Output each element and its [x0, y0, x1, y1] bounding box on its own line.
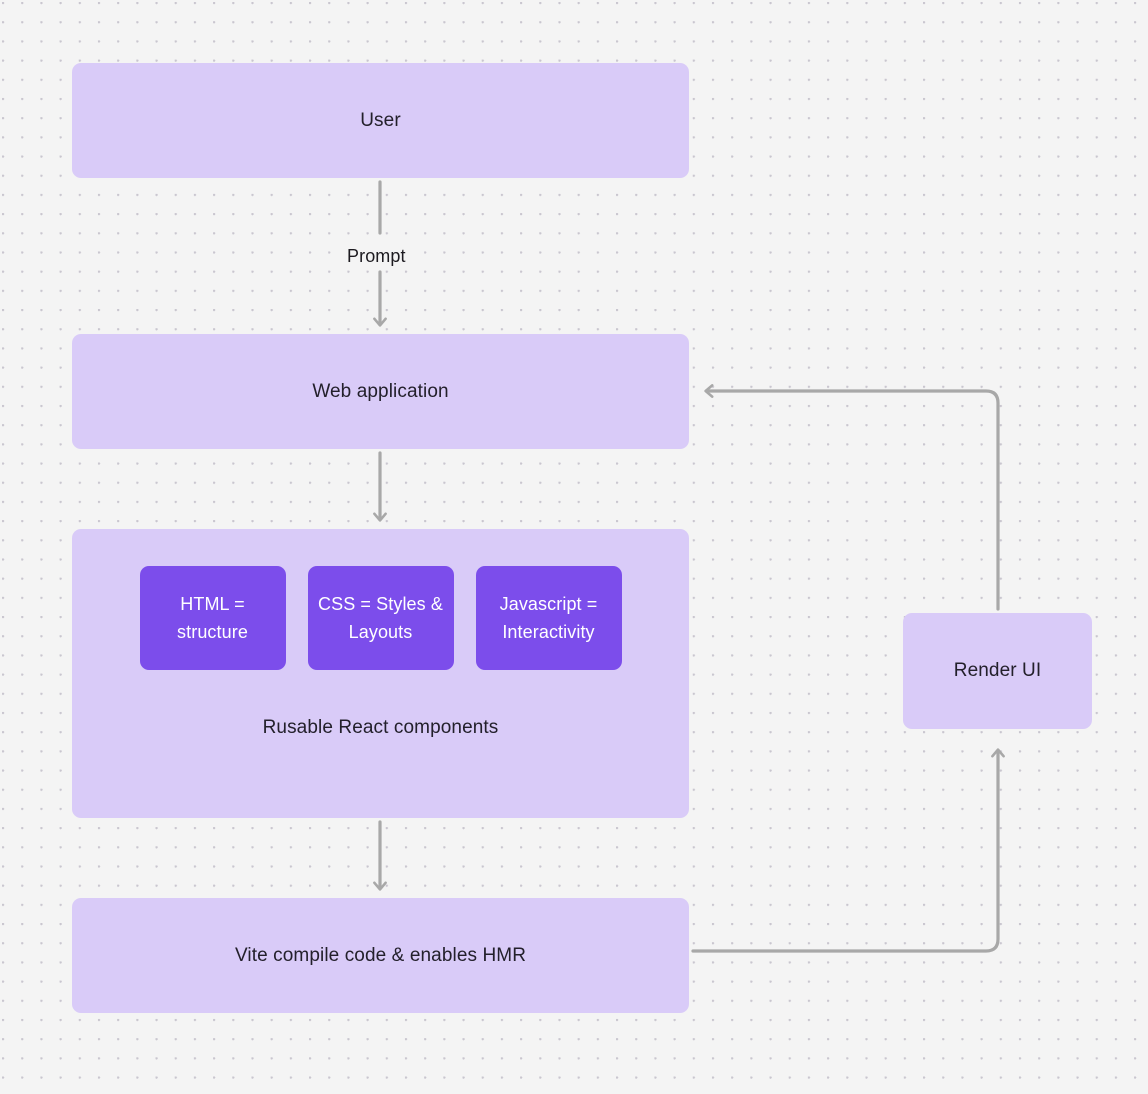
chip-css-label: CSS = Styles & Layouts — [318, 593, 443, 642]
chip-row: HTML = structure CSS = Styles & Layouts … — [72, 566, 689, 670]
chip-javascript-label: Javascript = Interactivity — [499, 593, 598, 642]
chip-html-label: HTML = structure — [177, 593, 248, 642]
chip-html[interactable]: HTML = structure — [139, 566, 286, 670]
edge-render-to-webapp — [704, 384, 1000, 611]
node-user-label: User — [360, 109, 401, 131]
node-vite[interactable]: Vite compile code & enables HMR — [72, 898, 689, 1013]
node-vite-label: Vite compile code & enables HMR — [234, 944, 527, 966]
node-render-ui-label: Render UI — [953, 660, 1042, 682]
node-web-application[interactable]: Web application — [72, 334, 689, 449]
node-react-components[interactable]: HTML = structure CSS = Styles & Layouts … — [72, 529, 689, 818]
node-web-application-label: Web application — [312, 380, 449, 402]
edge-label-prompt: Prompt — [343, 246, 410, 267]
node-user[interactable]: User — [72, 63, 689, 178]
chip-css[interactable]: CSS = Styles & Layouts — [307, 566, 454, 670]
node-render-ui[interactable]: Render UI — [903, 613, 1092, 729]
chip-javascript[interactable]: Javascript = Interactivity — [475, 566, 622, 670]
node-react-components-label: Rusable React components — [262, 717, 499, 738]
edge-vite-to-render — [691, 748, 1005, 953]
